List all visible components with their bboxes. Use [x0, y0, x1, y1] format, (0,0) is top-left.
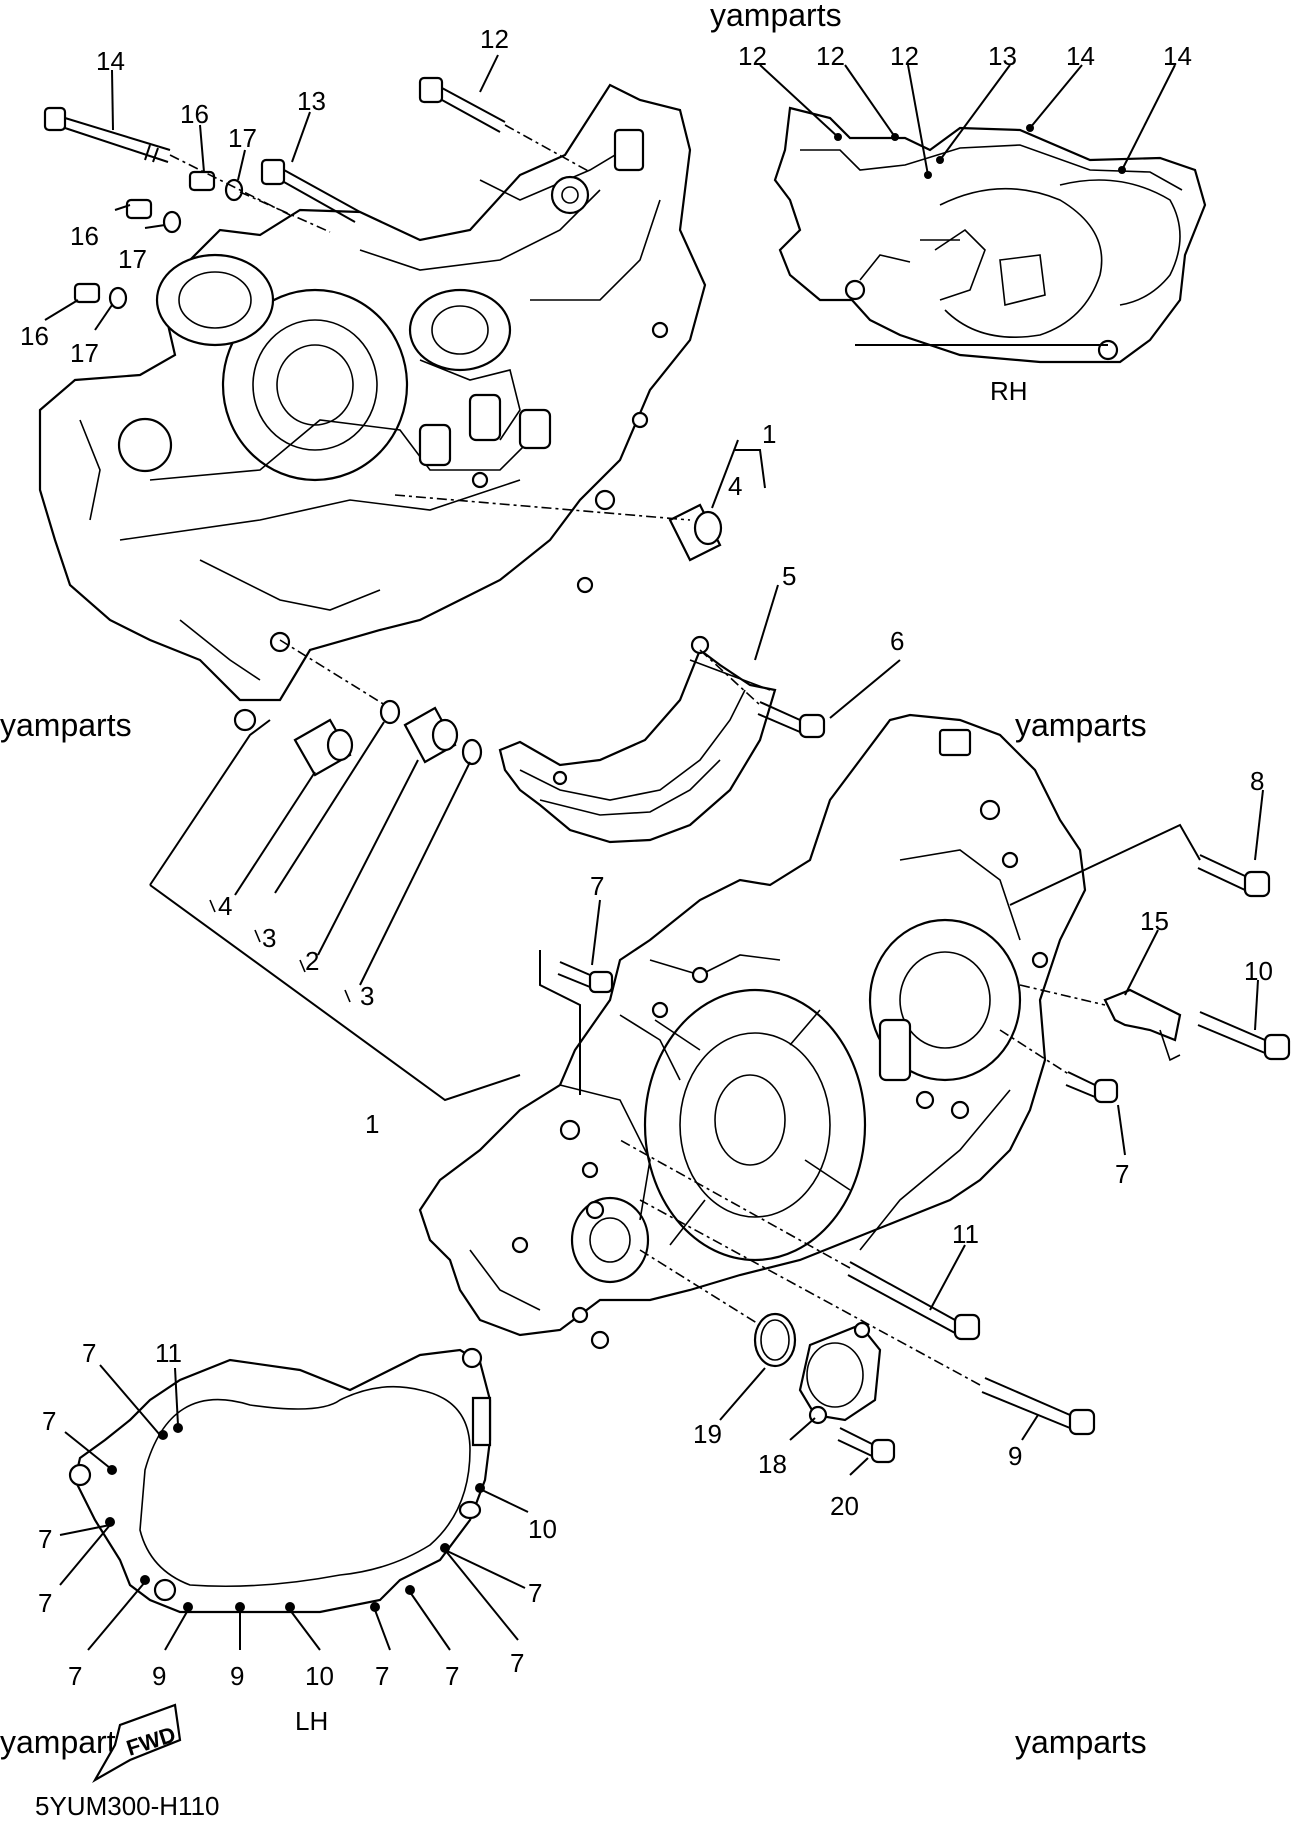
callout-label: 7 [42, 1406, 56, 1436]
callout-label: 10 [1244, 956, 1273, 986]
callout-label: 9 [230, 1661, 244, 1691]
callout-label: 7 [38, 1588, 52, 1618]
lh-gasket-inset: 7 11 7 7 7 10 7 7 7 9 9 10 7 7 LH [38, 1338, 557, 1736]
callout-label: 10 [305, 1661, 334, 1691]
callout-label: 7 [1115, 1159, 1129, 1189]
callout-label: 20 [830, 1491, 859, 1521]
watermark: yamparts [1015, 707, 1147, 743]
callout-label: 3 [262, 923, 276, 953]
callout-label: 7 [68, 1661, 82, 1691]
callout-label: 12 [738, 41, 767, 71]
callout-label: 10 [528, 1514, 557, 1544]
watermark: yamparts [1015, 1724, 1147, 1760]
callout-label: 17 [228, 123, 257, 153]
callout-label: 12 [890, 41, 919, 71]
callout-label: 1 [365, 1109, 379, 1139]
lower-bolts: 7 8 15 10 7 11 [539, 766, 1291, 1521]
view-label-lh: LH [295, 1706, 328, 1736]
callout-label: 16 [70, 221, 99, 251]
callout-label: 19 [693, 1419, 722, 1449]
callout-label: 8 [1250, 766, 1264, 796]
upper-callouts: 14 16 17 13 12 16 17 16 17 [20, 24, 509, 368]
watermark: yamparts [0, 707, 132, 743]
upper-bolts [43, 76, 591, 310]
callout-label: 6 [890, 626, 904, 656]
callout-label: 12 [480, 24, 509, 54]
callout-label: 18 [758, 1449, 787, 1479]
callout-label: 13 [988, 41, 1017, 71]
callout-label: 5 [782, 561, 796, 591]
view-label-rh: RH [990, 376, 1028, 406]
callout-label: 7 [590, 871, 604, 901]
callout-label: 7 [445, 1661, 459, 1691]
rh-crankcase-inset: 12 12 12 13 14 14 RH [738, 41, 1207, 406]
callout-label: 11 [155, 1338, 182, 1368]
callout-label: 17 [118, 244, 147, 274]
upper-crankcase-half [38, 83, 707, 732]
callout-label: 4 [728, 471, 742, 501]
callout-label: 3 [360, 981, 374, 1011]
callout-label: 1 [762, 419, 776, 449]
callout-label: 7 [38, 1524, 52, 1554]
strainer-cover: 5 6 [498, 561, 904, 844]
watermark: yamparts [710, 0, 842, 33]
fwd-arrow-icon: FWD [92, 1703, 182, 1783]
callout-label: 11 [952, 1219, 979, 1249]
callout-label: 13 [297, 86, 326, 116]
callout-label: 9 [152, 1661, 166, 1691]
callout-label: 7 [510, 1648, 524, 1678]
callout-label: 14 [1163, 41, 1192, 71]
callout-label: 7 [82, 1338, 96, 1368]
callout-label: 16 [180, 99, 209, 129]
callout-label: 16 [20, 321, 49, 351]
callout-label: 15 [1140, 906, 1169, 936]
callout-label: 4 [218, 891, 232, 921]
callout-label: 12 [816, 41, 845, 71]
callout-label: 14 [96, 46, 125, 76]
diagram-code: 5YUM300-H110 [35, 1791, 220, 1821]
callout-label: 14 [1066, 41, 1095, 71]
dowel-group: 1 4 4 3 2 3 1 [149, 419, 776, 1139]
callout-label: 9 [1008, 1441, 1022, 1471]
callout-label: 17 [70, 338, 99, 368]
callout-label: 7 [375, 1661, 389, 1691]
callout-label: 7 [528, 1578, 542, 1608]
lower-crankcase-half [418, 713, 1087, 1350]
callout-label: 2 [305, 946, 319, 976]
